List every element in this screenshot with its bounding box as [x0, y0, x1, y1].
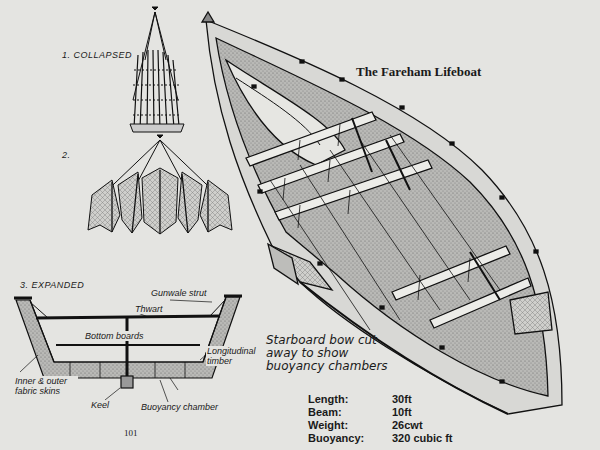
figure-caption: 2.: [62, 150, 71, 160]
main-boat: [202, 12, 562, 414]
note: Starboard bow cut away to show buoyancy …: [266, 334, 396, 374]
spec-value: 30ft: [392, 393, 412, 405]
collapsed-boat: [130, 7, 184, 132]
spec-value: 10ft: [392, 406, 412, 418]
spec-value: 320 cubic ft: [392, 432, 453, 444]
part-label: Longitudinal timber: [206, 346, 250, 366]
spec-name: Buoyancy:: [308, 432, 364, 444]
spec-value: 26cwt: [392, 419, 423, 431]
part-label: Gunwale strut: [150, 288, 208, 298]
spec-name: Weight:: [308, 419, 348, 431]
part-label: Inner & outer fabric skins: [14, 376, 78, 396]
figure-caption: 1. COLLAPSED: [62, 50, 132, 60]
spec-name: Beam:: [308, 406, 342, 418]
part-label: Bottom boards: [84, 331, 145, 341]
spec-name: Length:: [308, 393, 348, 405]
expanding-boat: [88, 135, 232, 234]
page-number: 101: [124, 428, 138, 438]
part-label: Thwart: [134, 304, 164, 314]
title: The Fareham Lifeboat: [356, 64, 481, 80]
figure-caption: 3. EXPANDED: [20, 280, 84, 290]
part-label: Keel: [90, 400, 110, 410]
part-label: Buoyancy chamber: [140, 402, 219, 412]
